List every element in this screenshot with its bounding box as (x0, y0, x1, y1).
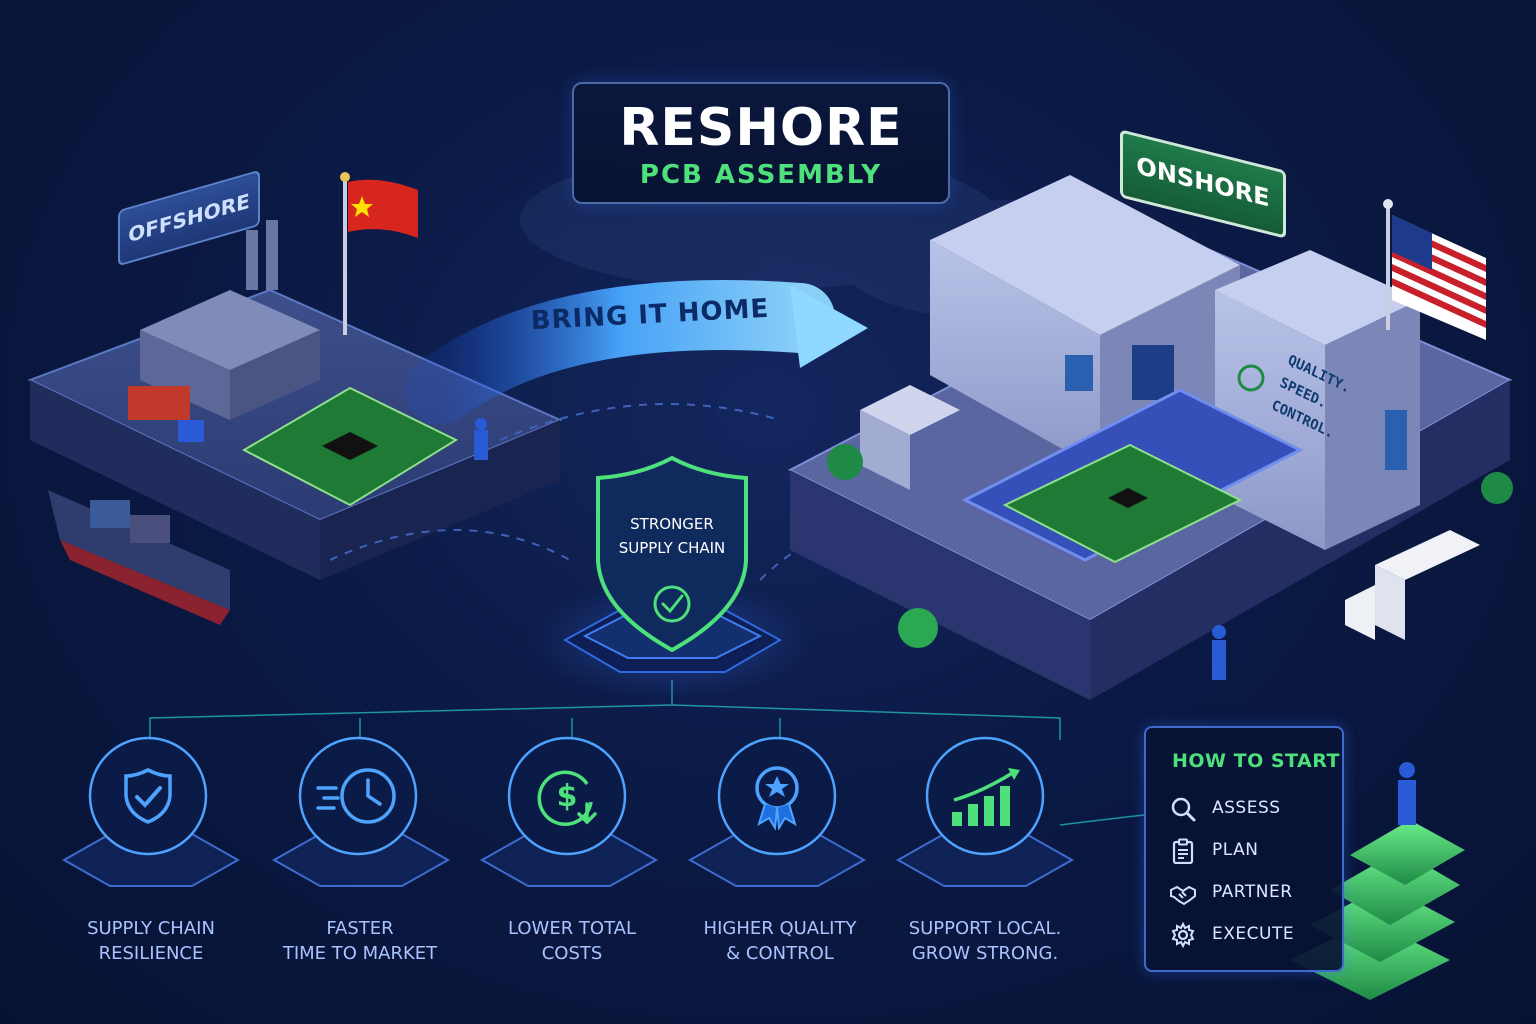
growth-chart-icon (952, 768, 1020, 826)
bring-it-home-arrow (405, 280, 868, 425)
shield-check-icon (124, 768, 172, 824)
shield-label-line1: STRONGER (630, 515, 714, 533)
benefit-line1: HIGHER QUALITY (703, 918, 857, 939)
clock-icon (316, 768, 396, 824)
dashed-connectors (329, 403, 901, 581)
page-subtitle: PCB ASSEMBLY (639, 160, 883, 190)
step-partner: PARTNER (1170, 878, 1340, 908)
step-plan: PLAN (1170, 836, 1340, 866)
benefit-line2: TIME TO MARKET (282, 943, 438, 964)
shield-label: STRONGER SUPPLY CHAIN (596, 512, 748, 560)
benefit-line1: SUPPORT LOCAL. (908, 918, 1062, 939)
step-execute: EXECUTE (1170, 920, 1340, 950)
benefit-line2: COSTS (541, 943, 603, 964)
clipboard-icon (1172, 838, 1194, 864)
step-label: PARTNER (1212, 882, 1293, 902)
svg-text:$: $ (557, 779, 578, 814)
dollar-down-icon: $ (537, 770, 597, 827)
benefit-line1: FASTER (326, 918, 394, 939)
benefit-line2: GROW STRONG. (911, 943, 1059, 964)
page-title: RESHORE (619, 98, 903, 158)
title-panel: RESHORE PCB ASSEMBLY (572, 82, 950, 204)
shield-label-line2: SUPPLY CHAIN (618, 539, 726, 557)
step-label: EXECUTE (1212, 924, 1295, 944)
step-label: ASSESS (1212, 798, 1281, 818)
stronger-supply-chain-shield (532, 455, 812, 700)
benefit-label-resilience: SUPPLY CHAIN RESILIENCE (56, 916, 246, 966)
handshake-icon (1170, 885, 1196, 906)
step-assess: ASSESS (1170, 794, 1340, 824)
how-to-start-panel: HOW TO START ASSESS PLAN PARTNER EXECUTE (1144, 726, 1344, 972)
benefit-label-quality: HIGHER QUALITY & CONTROL (685, 916, 875, 966)
benefit-label-costs: LOWER TOTAL COSTS (477, 916, 667, 966)
benefit-tokens (61, 736, 1075, 887)
benefit-label-time-to-market: FASTER TIME TO MARKET (265, 916, 455, 966)
search-icon (1171, 797, 1196, 822)
award-ribbon-icon (755, 766, 799, 830)
benefit-line2: & CONTROL (726, 943, 834, 964)
benefit-line2: RESILIENCE (98, 943, 204, 964)
benefit-label-support-local: SUPPORT LOCAL. GROW STRONG. (890, 916, 1080, 966)
onshore-platform (787, 175, 1513, 700)
step-label: PLAN (1212, 840, 1259, 860)
offshore-platform (27, 172, 563, 625)
us-flag (1392, 215, 1486, 340)
gear-icon (1171, 922, 1195, 948)
benefit-line1: SUPPLY CHAIN (87, 918, 215, 939)
benefit-line1: LOWER TOTAL (507, 918, 637, 939)
benefit-connector-lines (149, 680, 1145, 826)
how-to-start-title: HOW TO START (1172, 750, 1340, 772)
